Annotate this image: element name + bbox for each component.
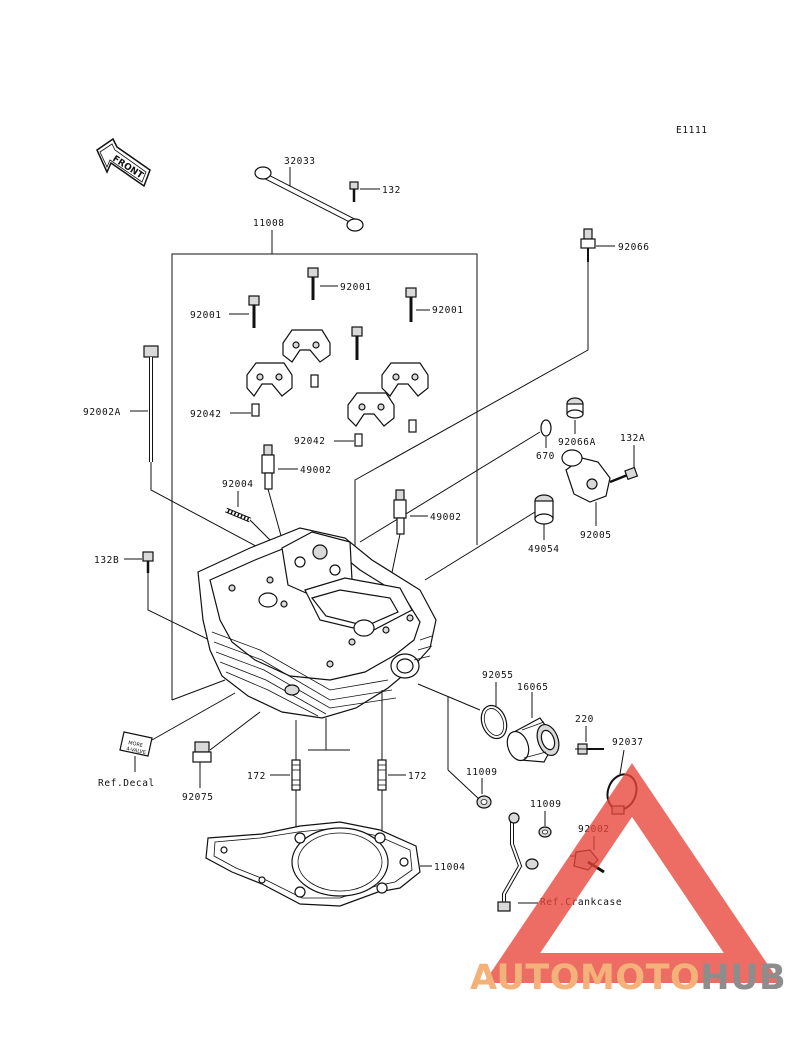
leader-92002A [150, 462, 283, 561]
callout-92001-left: 92001 [190, 310, 222, 321]
callout-11008: 11008 [253, 218, 285, 229]
callout-132: 132 [382, 185, 401, 196]
part-132A [609, 466, 639, 484]
callout-92037: 92037 [612, 737, 644, 748]
callout-92002A: 92002A [83, 407, 121, 418]
part-132 [349, 181, 380, 202]
callout-92001-center: 92001 [340, 282, 372, 293]
watermark-text: AUTOMOTOHUB [470, 958, 786, 998]
callout-32033: 32033 [284, 156, 316, 167]
part-670 [540, 419, 552, 437]
callout-172-right: 172 [408, 771, 427, 782]
cam-cap-right [381, 362, 429, 397]
decal-line-2: 4-VALVE [126, 746, 147, 756]
dowel-pin [251, 403, 260, 417]
part-172-left [291, 759, 301, 791]
part-49002-left [261, 444, 298, 490]
callout-92004: 92004 [222, 479, 254, 490]
watermark-part-1: AUTOMOTO [470, 958, 701, 998]
part-220 [575, 743, 604, 755]
callout-670: 670 [536, 451, 555, 462]
callout-11009-b: 11009 [530, 799, 562, 810]
part-92001-right [405, 287, 430, 322]
dowel-pin [310, 374, 319, 388]
callout-49054: 49054 [528, 544, 560, 555]
part-92005 [561, 449, 611, 503]
callout-132B: 132B [94, 555, 119, 566]
part-32033 [254, 166, 364, 232]
watermark-logo-icon [483, 763, 781, 983]
callout-49002-right: 49002 [430, 512, 462, 523]
part-49002-right [393, 489, 428, 535]
assembly-bracket [171, 253, 478, 680]
part-92001-center [307, 267, 338, 300]
callout-11004: 11004 [434, 862, 466, 873]
ref-crankcase: Ref.Crankcase [540, 897, 622, 908]
callout-92001-right: 92001 [432, 305, 464, 316]
dowel-pin [354, 433, 363, 447]
decal-line-1: MORE [128, 740, 144, 749]
part-16065 [506, 717, 560, 763]
part-49054 [534, 494, 554, 525]
part-92002A [130, 345, 159, 462]
part-92004 [225, 507, 251, 523]
part-92066A [566, 397, 584, 419]
ref-decal: Ref.Decal [98, 778, 155, 789]
callout-92055: 92055 [482, 670, 514, 681]
cam-cap-top [282, 329, 331, 363]
callout-92005: 92005 [580, 530, 612, 541]
part-92055 [480, 704, 508, 740]
callout-92066A: 92066A [558, 437, 596, 448]
cam-cap-middle [347, 392, 395, 427]
callout-92042-mid: 92042 [294, 436, 326, 447]
diagram-id: E1111 [676, 125, 708, 136]
callout-92075: 92075 [182, 792, 214, 803]
part-92001-left [229, 295, 260, 328]
oil-hose [497, 812, 539, 912]
front-arrow-icon: FRONT [96, 137, 151, 188]
cylinder-head [197, 527, 437, 719]
part-11004 [205, 821, 421, 907]
callout-11009-a: 11009 [466, 767, 498, 778]
callout-132A: 132A [620, 433, 645, 444]
callout-172-left: 172 [247, 771, 266, 782]
part-92066 [580, 228, 615, 262]
callout-92066: 92066 [618, 242, 650, 253]
dowel-pin [408, 419, 417, 433]
callout-92042-left: 92042 [190, 409, 222, 420]
part-132B [142, 551, 154, 573]
watermark-part-2: HUB [700, 958, 787, 998]
callout-220: 220 [575, 714, 594, 725]
part-92075 [192, 741, 212, 763]
callout-49002-left: 49002 [300, 465, 332, 476]
part-bolt-mid [351, 326, 363, 360]
decal: MORE 4-VALVE [119, 731, 153, 757]
cam-cap-left [246, 362, 293, 397]
part-172-right [377, 759, 387, 791]
callout-16065: 16065 [517, 682, 549, 693]
